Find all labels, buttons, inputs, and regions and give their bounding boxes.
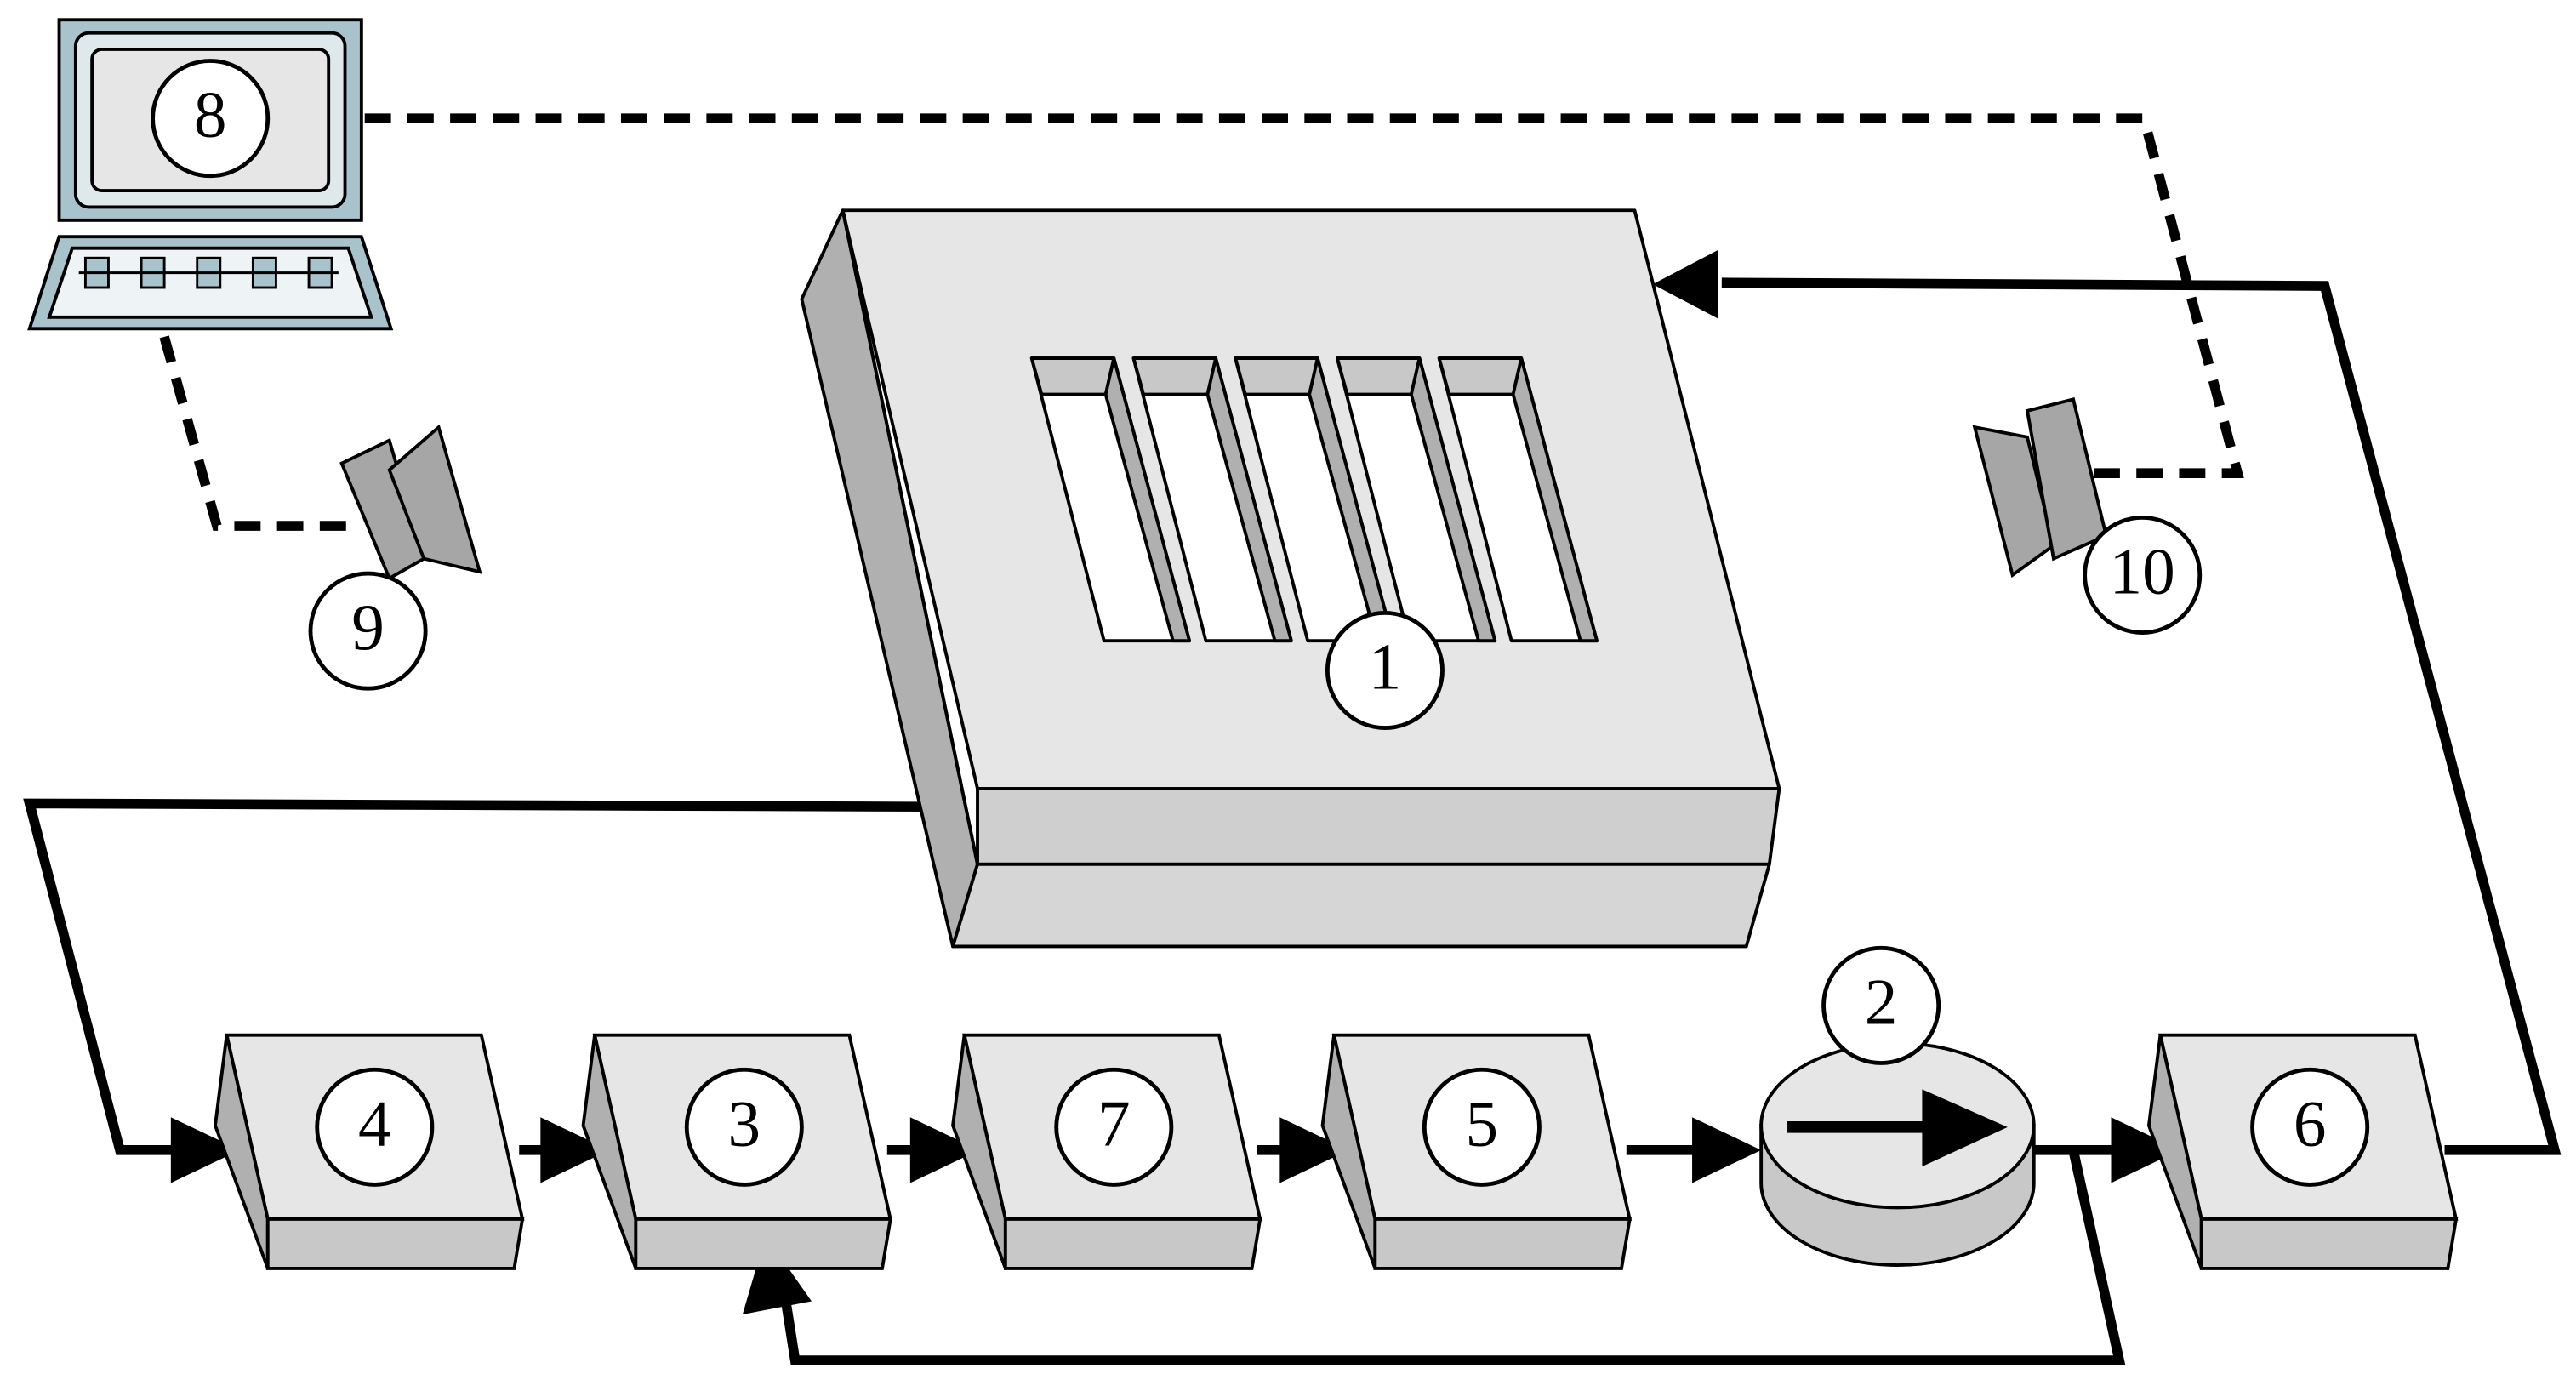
chamber-front-lower — [951, 862, 1771, 949]
label-5: 5 — [1422, 1067, 1542, 1187]
label-circle — [684, 1067, 804, 1187]
pump — [1759, 1041, 2036, 1267]
line-pump-recirculation — [780, 1149, 2126, 1365]
label-number: 5 — [1466, 1086, 1499, 1160]
number-labels: 1 2 4 3 7 5 6 8 9 10 — [151, 59, 2370, 1187]
chamber-slot — [1336, 356, 1497, 643]
dashed-line-computer-to-camera-9 — [159, 335, 358, 531]
label-number: 8 — [194, 78, 227, 151]
line-unit-6-to-chamber — [1721, 277, 2562, 1155]
label-number: 2 — [1865, 965, 1898, 1038]
arrow-into-unit-3 — [540, 1117, 610, 1183]
label-circle — [308, 571, 428, 691]
chamber-front-upper — [976, 787, 1781, 866]
label-8: 8 — [151, 59, 271, 179]
label-6: 6 — [2250, 1067, 2370, 1187]
label-circle — [151, 59, 271, 179]
label-number: 3 — [727, 1086, 761, 1160]
camera-icon — [339, 424, 482, 581]
arrow-into-unit-6 — [2111, 1117, 2180, 1183]
camera-icon — [1972, 396, 2108, 579]
label-1: 1 — [1325, 610, 1445, 730]
chamber-slot — [1131, 356, 1293, 643]
arrow-into-unit-7 — [909, 1117, 979, 1183]
arrow-into-unit-4 — [170, 1117, 240, 1183]
label-circle — [1325, 610, 1445, 730]
label-number: 1 — [1369, 630, 1402, 704]
pump-arrow-icon — [1922, 1089, 2008, 1167]
label-number: 4 — [358, 1086, 391, 1160]
label-circle — [2083, 515, 2203, 635]
chamber-left-edge — [841, 209, 979, 865]
label-circle — [315, 1067, 435, 1187]
arrow-into-chamber — [1652, 249, 1718, 319]
label-number: 10 — [2110, 535, 2175, 608]
arrow-into-pump — [1692, 1117, 1762, 1183]
arrowheads — [170, 249, 2180, 1314]
label-circle — [2250, 1067, 2370, 1187]
data-lines — [159, 113, 2244, 531]
dashed-line-computer-to-camera-10 — [364, 113, 2244, 479]
camera-9-lens — [387, 424, 482, 574]
label-circle — [1054, 1067, 1174, 1187]
label-2: 2 — [1821, 945, 1941, 1065]
label-number: 6 — [2294, 1086, 2327, 1160]
label-number: 7 — [1097, 1086, 1131, 1160]
label-3: 3 — [684, 1067, 804, 1187]
arrow-into-unit-5 — [1279, 1117, 1349, 1183]
label-9: 9 — [308, 571, 428, 691]
label-circle — [1821, 945, 1941, 1065]
label-circle — [1422, 1067, 1542, 1187]
line-chamber-to-unit-4 — [23, 798, 932, 1155]
chamber-slots — [1029, 356, 1599, 643]
keyboard-keys — [78, 256, 339, 289]
label-10: 10 — [2083, 515, 2203, 635]
label-4: 4 — [315, 1067, 435, 1187]
chamber-slot — [1437, 356, 1599, 643]
chamber-slot — [1029, 356, 1192, 643]
label-7: 7 — [1054, 1067, 1174, 1187]
flow-lines — [23, 277, 2562, 1365]
label-number: 9 — [351, 590, 385, 664]
chamber-unit — [800, 208, 1781, 949]
